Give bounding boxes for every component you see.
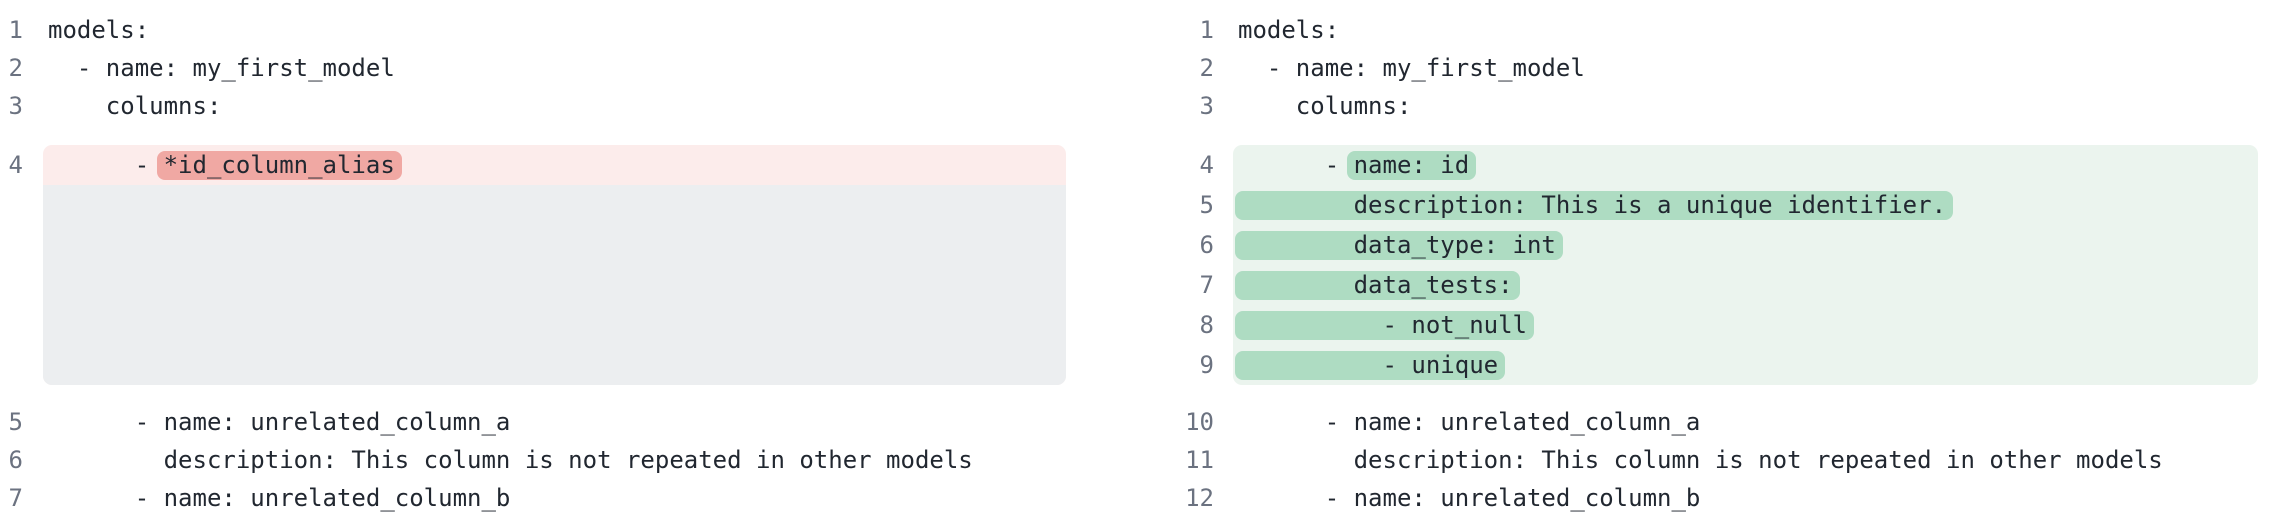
code-text: description: This column is not repeated… [48, 446, 973, 474]
line-number: 12 [1185, 484, 1214, 512]
code-text: - name: unrelated_column_b [1238, 484, 1701, 512]
line-number: 4 [1199, 151, 1214, 179]
highlighted-code-line: data_type: int [1233, 225, 2258, 265]
line-number: 6 [1199, 231, 1214, 259]
added-token: - not_null [1235, 310, 1534, 340]
removed-hunk: 4 - *id_column_alias [0, 145, 1100, 385]
code-line: 3 columns: [0, 87, 1100, 125]
code-text: description: This column is not repeated… [1238, 446, 2163, 474]
line-number: 8 [1199, 311, 1214, 339]
added-lines-box: - name: id description: This is a unique… [1233, 145, 2258, 385]
added-token: data_tests: [1235, 270, 1520, 300]
code-text: - name: my_first_model [48, 54, 395, 82]
code-line: 7 - name: unrelated_column_b [0, 479, 1100, 517]
code-text: - name: my_first_model [1238, 54, 1585, 82]
code-text: - name: unrelated_column_b [48, 484, 511, 512]
removed-token: *id_column_alias [156, 150, 402, 180]
line-number: 10 [1185, 408, 1214, 436]
highlighted-code-line: - not_null [1233, 305, 2258, 345]
code-text: - name: unrelated_column_a [1238, 408, 1701, 436]
added-token: name: id [1346, 150, 1477, 180]
code-line: 12 - name: unrelated_column_b [1166, 479, 2278, 517]
added-token: description: This is a unique identifier… [1235, 190, 1954, 220]
line-number: 7 [8, 484, 23, 512]
hunk-line-numbers: 4 [0, 145, 23, 385]
added-hunk: 4 5 6 7 8 9 - name: id description: This is a… [1166, 145, 2278, 385]
line-number: 3 [1199, 92, 1214, 120]
code-line: 1 models: [0, 11, 1100, 49]
code-text: models: [48, 16, 150, 44]
code-text: - [1238, 151, 1354, 179]
highlighted-code-line: data_tests: [1233, 265, 2258, 305]
code-line: 10 - name: unrelated_column_a [1166, 403, 2278, 441]
line-number: 1 [1199, 16, 1214, 44]
code-line: 3 columns: [1166, 87, 2278, 125]
removed-lines-box: - *id_column_alias [43, 145, 1066, 385]
highlighted-code-line: - name: id [1233, 145, 2258, 185]
code-text: - name: unrelated_column_a [48, 408, 511, 436]
line-number: 5 [1199, 191, 1214, 219]
line-number: 7 [1199, 271, 1214, 299]
code-text: - [48, 151, 164, 179]
line-number: 4 [8, 151, 23, 179]
code-line: 5 - name: unrelated_column_a [0, 403, 1100, 441]
code-text: columns: [1238, 92, 1412, 120]
code-line: 11 description: This column is not repea… [1166, 441, 2278, 479]
highlighted-code-line: description: This is a unique identifier… [1233, 185, 2258, 225]
code-text: models: [1238, 16, 1340, 44]
collapsed-placeholder [43, 185, 1066, 385]
code-line: 2 - name: my_first_model [0, 49, 1100, 87]
highlighted-code-line: - unique [1233, 345, 2258, 385]
line-number: 3 [8, 92, 23, 120]
line-number: 9 [1199, 351, 1214, 379]
line-number: 6 [8, 446, 23, 474]
code-line: 2 - name: my_first_model [1166, 49, 2278, 87]
line-number: 11 [1185, 446, 1214, 474]
code-text: columns: [48, 92, 222, 120]
line-number: 2 [1199, 54, 1214, 82]
added-token: data_type: int [1235, 230, 1563, 260]
code-line: 1 models: [1166, 11, 2278, 49]
code-line: 6 description: This column is not repeat… [0, 441, 1100, 479]
highlighted-code-line: - *id_column_alias [43, 145, 1066, 185]
hunk-line-numbers: 4 5 6 7 8 9 [1166, 145, 1214, 385]
line-number: 1 [8, 16, 23, 44]
line-number: 2 [8, 54, 23, 82]
added-token: - unique [1235, 350, 1506, 380]
line-number: 5 [8, 408, 23, 436]
